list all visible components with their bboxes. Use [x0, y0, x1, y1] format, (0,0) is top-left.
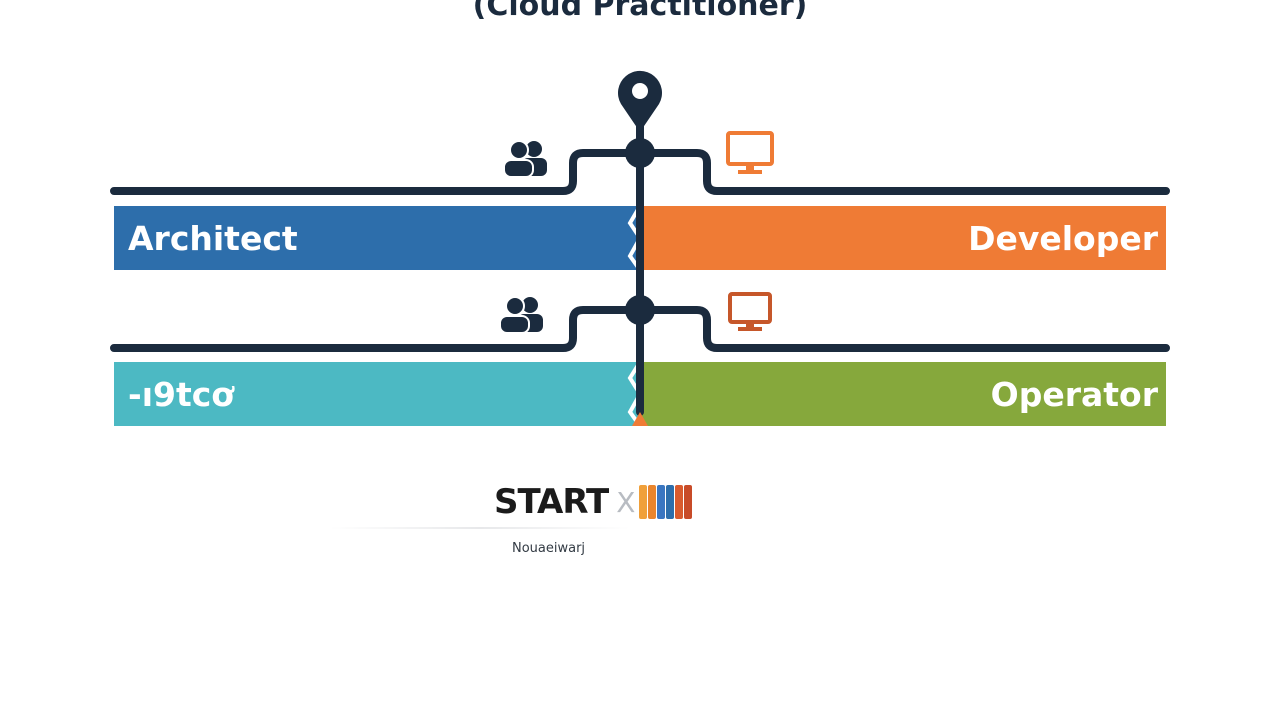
band-architect-label: Architect	[128, 218, 298, 258]
band-practitioner-label: -ı9tcơ	[128, 374, 234, 414]
start-marker: START X	[494, 480, 734, 524]
people-icon	[503, 140, 547, 178]
spine-tip	[632, 412, 648, 426]
book-spine	[639, 485, 648, 519]
start-caption: Nouaeiwarj	[512, 541, 586, 556]
band-practitioner: -ı9tcơ	[114, 362, 640, 426]
junction-node-top	[625, 138, 655, 168]
start-separator: X	[616, 485, 636, 519]
track-bottom-left	[110, 306, 644, 352]
junction-node-bottom	[625, 295, 655, 325]
book-spine	[675, 485, 684, 519]
band-developer-label: Developer	[968, 218, 1158, 258]
band-operator-label: Operator	[990, 374, 1158, 414]
people-icon	[499, 296, 543, 334]
book-spine	[648, 485, 657, 519]
page-title: (Cloud Practitioner)	[472, 0, 808, 23]
start-label: START	[494, 482, 609, 522]
track-bottom-right	[636, 306, 1170, 352]
book-spine	[657, 485, 666, 519]
monitor-icon	[726, 131, 774, 174]
start-underline	[330, 527, 630, 529]
map-pin-icon	[618, 70, 663, 132]
band-developer: Developer	[640, 206, 1166, 270]
monitor-icon	[728, 292, 772, 331]
books-icon	[639, 485, 693, 519]
band-operator: Operator	[640, 362, 1166, 426]
track-top-right	[636, 149, 1170, 195]
book-spine	[666, 485, 675, 519]
band-architect: Architect	[114, 206, 640, 270]
track-top-left	[110, 149, 644, 195]
book-spine	[684, 485, 693, 519]
